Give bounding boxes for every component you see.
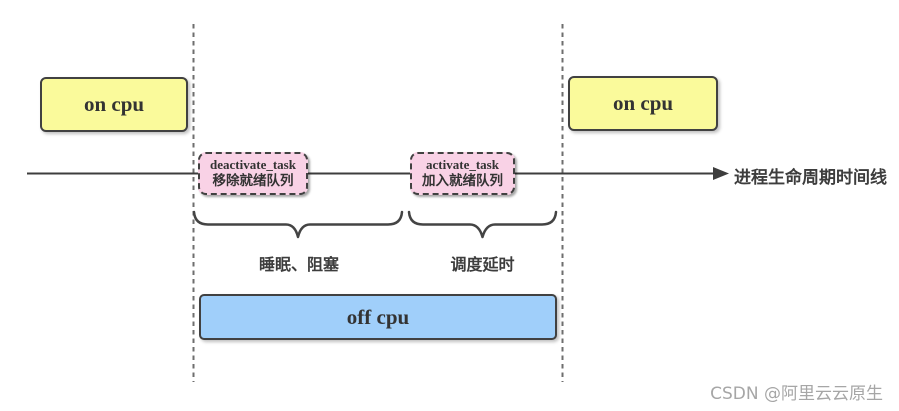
watermark: CSDN @阿里云云原生 bbox=[710, 384, 883, 404]
on-cpu-right-label: on cpu bbox=[612, 91, 674, 115]
deactivate-task-name: deactivate_task bbox=[210, 156, 296, 172]
off-cpu-label: off cpu bbox=[346, 304, 410, 329]
deactivate-task-desc: 移除就绪队列 bbox=[212, 173, 294, 190]
timeline-axis-label: 进程生命周期时间线 bbox=[734, 168, 887, 188]
on-cpu-box-right: on cpu bbox=[568, 76, 718, 131]
on-cpu-left-label: on cpu bbox=[83, 92, 145, 116]
sleep-block-label: 睡眠、阻塞 bbox=[258, 255, 339, 274]
brace-sched-delay bbox=[407, 210, 558, 239]
brace-sleep-block bbox=[192, 210, 404, 239]
arrowhead-icon bbox=[713, 167, 729, 180]
off-cpu-box: off cpu bbox=[199, 294, 557, 340]
sched-delay-label: 调度延时 bbox=[450, 255, 515, 274]
activate-task-box: activate_task 加入就绪队列 bbox=[410, 152, 515, 195]
activate-task-desc: 加入就绪队列 bbox=[422, 173, 503, 190]
deactivate-task-box: deactivate_task 移除就绪队列 bbox=[198, 152, 308, 195]
activate-task-name: activate_task bbox=[426, 156, 499, 172]
on-cpu-box-left: on cpu bbox=[40, 77, 188, 132]
